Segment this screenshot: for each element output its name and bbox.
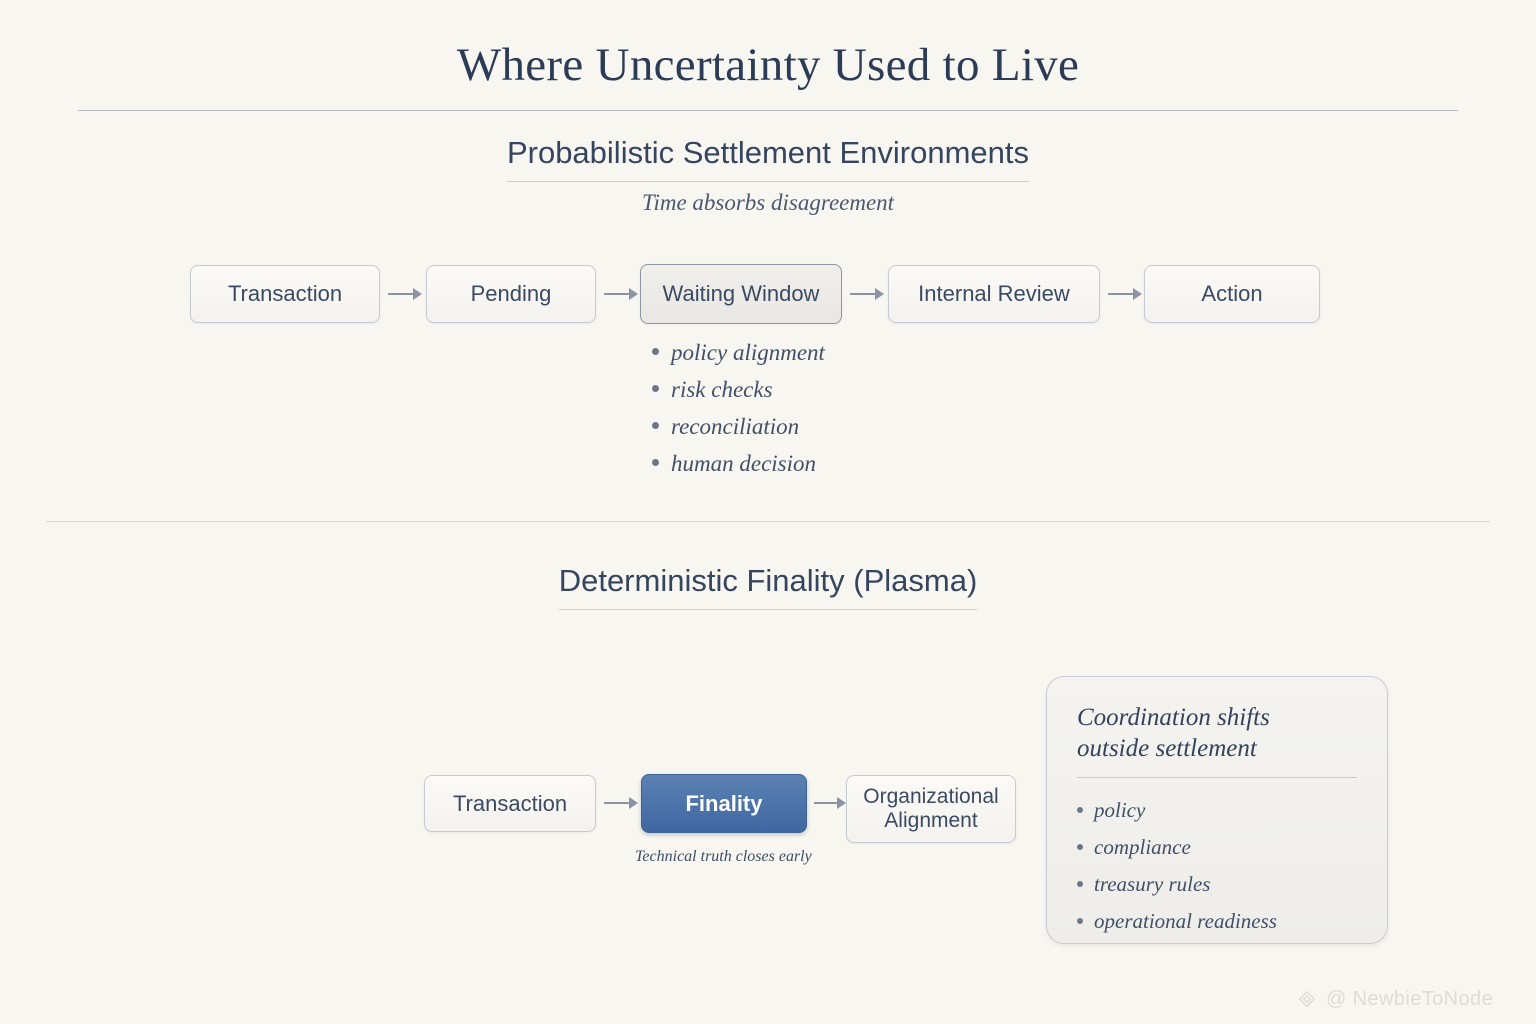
bullet-dot-icon xyxy=(1077,881,1083,887)
list-item: treasury rules xyxy=(1077,872,1357,897)
flow1-node-action-label: Action xyxy=(1201,281,1263,307)
watermark: @ NewbieToNode xyxy=(1296,988,1493,1011)
flow2-node-organizational-alignment-label-line1: Organizational xyxy=(863,784,999,808)
list-item: risk checks xyxy=(652,377,825,403)
flow1-node-transaction-label: Transaction xyxy=(227,281,343,307)
watermark-handle: @ NewbieToNode xyxy=(1326,988,1494,1010)
bullet-dot-icon xyxy=(652,385,659,392)
flow2-node-organizational-alignment[interactable]: Organizational Alignment xyxy=(846,775,1016,843)
flow1-node-pending-label: Pending xyxy=(470,281,552,307)
arrow-shaft xyxy=(850,293,875,295)
flow2-node-finality[interactable]: Finality xyxy=(641,774,807,833)
card-title: Coordination shifts outside settlement xyxy=(1077,703,1357,778)
list-item-label: treasury rules xyxy=(1094,872,1211,896)
flow1-node-internal-review[interactable]: Internal Review xyxy=(888,265,1100,323)
section-divider xyxy=(46,521,1490,522)
section-2-heading: Deterministic Finality (Plasma) xyxy=(0,563,1536,610)
list-item: operational readiness xyxy=(1077,909,1357,934)
flow1-node-waiting-window-label: Waiting Window xyxy=(662,281,820,307)
list-item: reconciliation xyxy=(652,414,825,440)
flow2-node-organizational-alignment-label-line2: Alignment xyxy=(884,809,978,832)
card-bullet-list: policy compliance treasury rules operati… xyxy=(1077,798,1357,934)
diamond-logo-icon xyxy=(1296,989,1318,1011)
list-item: policy xyxy=(1077,798,1357,823)
card-title-line2: outside settlement xyxy=(1077,734,1257,762)
list-item-label: human decision xyxy=(671,451,817,476)
list-item: human decision xyxy=(652,451,825,477)
bullet-dot-icon xyxy=(652,459,659,466)
flow1-arrow-1 xyxy=(388,288,422,300)
arrow-head-icon xyxy=(1133,288,1142,300)
arrow-shaft xyxy=(1108,293,1133,295)
arrow-head-icon xyxy=(875,288,884,300)
flow2-arrow-2 xyxy=(814,797,846,809)
bullet-dot-icon xyxy=(652,348,659,355)
flow1-arrow-3 xyxy=(850,288,884,300)
section-1-bullet-list: policy alignment risk checks reconciliat… xyxy=(652,340,825,488)
flow2-arrow-1 xyxy=(604,797,638,809)
page-title: Where Uncertainty Used to Live xyxy=(456,39,1080,91)
arrow-shaft xyxy=(604,293,629,295)
list-item: compliance xyxy=(1077,835,1357,860)
arrow-shaft xyxy=(604,802,629,804)
flow1-node-transaction[interactable]: Transaction xyxy=(190,265,380,323)
section-1-heading: Probabilistic Settlement Environments xyxy=(0,135,1536,182)
flow1-arrow-2 xyxy=(604,288,638,300)
flow1-node-internal-review-label: Internal Review xyxy=(918,281,1070,307)
list-item: policy alignment xyxy=(652,340,825,366)
section-1-heading-text: Probabilistic Settlement Environments xyxy=(506,135,1030,182)
flow1-arrow-4 xyxy=(1108,288,1142,300)
bullet-dot-icon xyxy=(652,422,659,429)
bullet-dot-icon xyxy=(1077,844,1083,850)
arrow-head-icon xyxy=(629,288,638,300)
arrow-head-icon xyxy=(629,797,638,809)
list-item-label: compliance xyxy=(1094,835,1191,859)
section-1-subtitle: Time absorbs disagreement xyxy=(641,190,895,215)
flow2-node-transaction[interactable]: Transaction xyxy=(424,775,596,832)
bullet-dot-icon xyxy=(1077,807,1083,813)
arrow-shaft xyxy=(814,802,837,804)
list-item-label: operational readiness xyxy=(1094,909,1277,933)
flow1-node-pending[interactable]: Pending xyxy=(426,265,596,323)
flow2-node-transaction-label: Transaction xyxy=(452,790,568,816)
title-divider xyxy=(78,110,1458,111)
list-item-label: policy xyxy=(1094,798,1146,822)
arrow-shaft xyxy=(388,293,413,295)
arrow-head-icon xyxy=(837,797,846,809)
flow2-node-finality-label: Finality xyxy=(685,790,763,816)
bullet-dot-icon xyxy=(1077,918,1083,924)
section-2-heading-text: Deterministic Finality (Plasma) xyxy=(558,563,978,610)
list-item-label: policy alignment xyxy=(671,340,825,365)
flow1-node-action[interactable]: Action xyxy=(1144,265,1320,323)
list-item-label: risk checks xyxy=(671,377,773,402)
list-item-label: reconciliation xyxy=(671,414,800,439)
card-title-line1: Coordination shifts xyxy=(1077,704,1270,731)
arrow-head-icon xyxy=(413,288,422,300)
coordination-callout-card: Coordination shifts outside settlement p… xyxy=(1046,676,1388,944)
flow1-node-waiting-window[interactable]: Waiting Window xyxy=(640,264,842,324)
finality-caption: Technical truth closes early xyxy=(635,848,812,865)
